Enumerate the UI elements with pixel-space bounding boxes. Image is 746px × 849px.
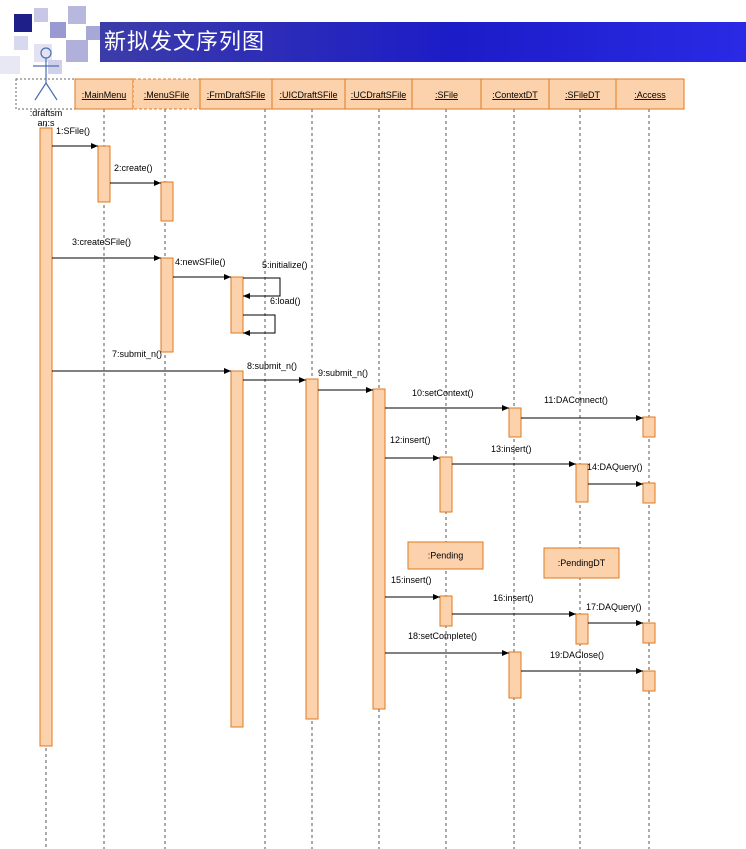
note-label-1: :PendingDT <box>558 558 606 568</box>
message-arrowhead-1 <box>154 180 161 186</box>
message-label-8: 9:submit_n() <box>318 368 368 378</box>
message-arrowhead-18 <box>636 668 643 674</box>
message-arrowhead-7 <box>299 377 306 383</box>
participant-label-5: :SFile <box>435 90 458 100</box>
message-label-17: 18:setComplete() <box>408 631 477 641</box>
message-label-3: 4:newSFile() <box>175 257 226 267</box>
note-box-0 <box>407 541 484 570</box>
activation-bar-2 <box>160 181 174 222</box>
message-label-0: 1:SFile() <box>56 126 90 136</box>
participant-label-3: :UICDraftSFile <box>279 90 337 100</box>
activation-bar-13 <box>439 595 453 627</box>
message-label-10: 11:DAConnect() <box>544 395 608 405</box>
message-arrowhead-3 <box>224 274 231 280</box>
message-label-6: 7:submit_n() <box>112 349 162 359</box>
message-arrowhead-9 <box>502 405 509 411</box>
message-arrowhead-5 <box>243 330 250 336</box>
message-arrowhead-17 <box>502 650 509 656</box>
actor-label: an:s <box>37 118 55 128</box>
participant-box-6 <box>480 78 550 110</box>
activation-bar-11 <box>575 463 589 503</box>
participant-label-6: :ContextDT <box>492 90 538 100</box>
participant-box-2 <box>199 78 273 110</box>
message-label-11: 12:insert() <box>390 435 431 445</box>
participant-label-7: :SFileDT <box>565 90 601 100</box>
activation-bar-3 <box>160 257 174 353</box>
message-label-5: 6:load() <box>270 296 301 306</box>
message-arrowhead-11 <box>433 455 440 461</box>
message-arrowhead-2 <box>154 255 161 261</box>
note-box-1 <box>543 547 620 579</box>
activation-bar-9 <box>642 416 656 438</box>
participant-label-4: :UCDraftSFile <box>351 90 407 100</box>
message-label-14: 15:insert() <box>391 575 432 585</box>
participant-label-0: :MainMenu <box>82 90 127 100</box>
message-label-4: 5:initialize() <box>262 260 308 270</box>
participant-box-8 <box>615 78 685 110</box>
message-arrowhead-6 <box>224 368 231 374</box>
message-label-9: 10:setContext() <box>412 388 474 398</box>
actor-stick-figure-icon <box>33 47 59 101</box>
activation-bar-1 <box>97 145 111 203</box>
message-arrowhead-8 <box>366 387 373 393</box>
message-label-7: 8:submit_n() <box>247 361 297 371</box>
participant-label-2: :FrmDraftSFile <box>207 90 266 100</box>
participant-label-8: :Access <box>634 90 666 100</box>
activation-bar-0 <box>39 127 53 747</box>
activation-bar-10 <box>439 456 453 513</box>
participant-box-0 <box>74 78 134 110</box>
participant-label-1: :MenuSFile <box>144 90 190 100</box>
banner-bar <box>100 22 746 62</box>
message-arrowhead-10 <box>636 415 643 421</box>
message-label-1: 2:create() <box>114 163 153 173</box>
activation-bar-12 <box>642 482 656 504</box>
participant-box-7 <box>548 78 617 110</box>
activation-bar-6 <box>305 378 319 720</box>
activation-bar-17 <box>642 670 656 692</box>
message-line-5 <box>243 314 276 334</box>
message-arrowhead-13 <box>636 481 643 487</box>
activation-bar-5 <box>230 370 244 728</box>
activation-bar-16 <box>508 651 522 699</box>
message-label-12: 13:insert() <box>491 444 532 454</box>
message-line-4 <box>243 277 281 297</box>
message-label-16: 17:DAQuery() <box>586 602 642 612</box>
activation-bar-15 <box>642 622 656 644</box>
activation-bar-8 <box>508 407 522 438</box>
message-label-2: 3:createSFile() <box>72 237 131 247</box>
message-arrowhead-4 <box>243 293 250 299</box>
message-label-18: 19:DAClose() <box>550 650 604 660</box>
message-label-15: 16:insert() <box>493 593 534 603</box>
message-arrowhead-14 <box>433 594 440 600</box>
message-arrowhead-15 <box>569 611 576 617</box>
page-title: 新拟发文序列图 <box>104 30 266 55</box>
participant-box-4 <box>344 78 413 110</box>
message-arrowhead-12 <box>569 461 576 467</box>
activation-bar-14 <box>575 613 589 645</box>
actor-head <box>40 47 52 59</box>
message-label-13: 14:DAQuery() <box>587 462 643 472</box>
actor-label: :draftsm <box>30 108 63 118</box>
message-arrowhead-0 <box>91 143 98 149</box>
actor-leg-left <box>34 82 47 101</box>
message-arrowhead-16 <box>636 620 643 626</box>
participant-box-3 <box>271 78 346 110</box>
note-label-0: :Pending <box>428 551 464 561</box>
actor-leg-right <box>45 82 58 101</box>
activation-bar-7 <box>372 388 386 710</box>
activation-bar-4 <box>230 276 244 334</box>
